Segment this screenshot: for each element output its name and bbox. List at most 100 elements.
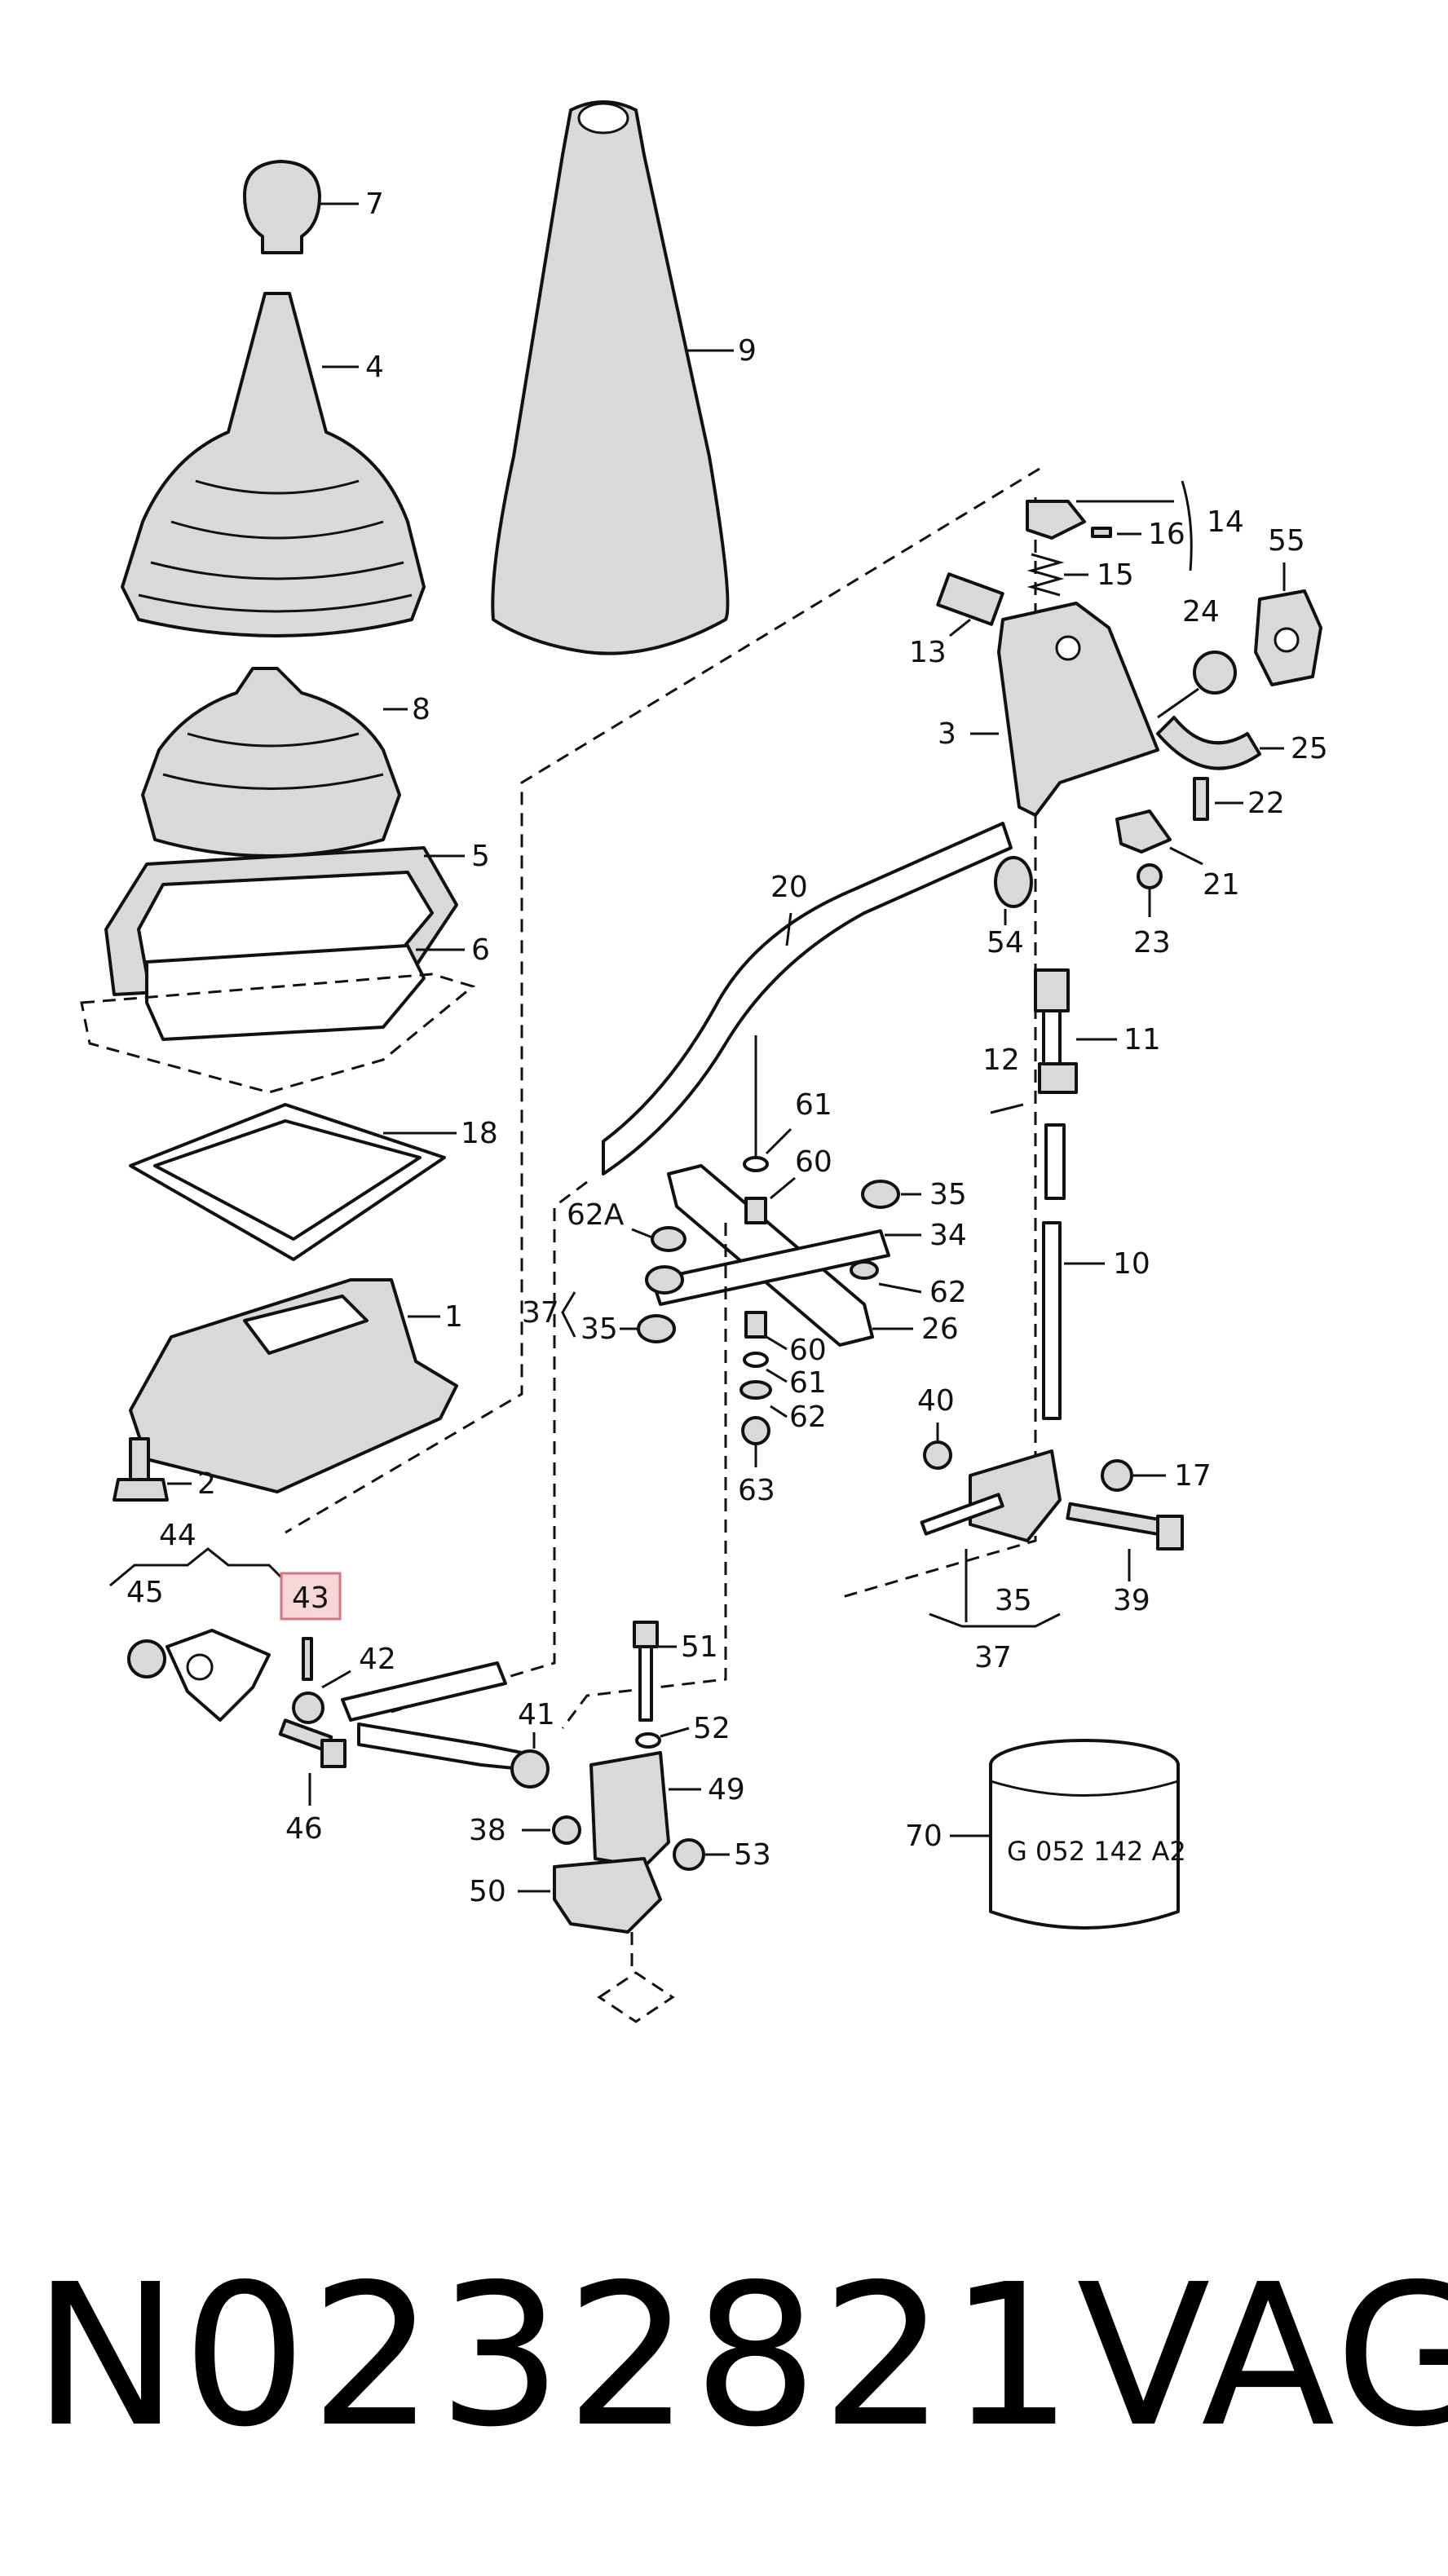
label-54: 54 (987, 926, 1024, 959)
part-24-bush (1157, 651, 1237, 719)
part-38-bush (552, 1815, 581, 1845)
label-61-top: 61 (795, 1088, 832, 1122)
part-1-housing (129, 1278, 458, 1493)
part-20-rod (602, 822, 1013, 1176)
label-41: 41 (518, 1698, 555, 1731)
part-3-lever (997, 602, 1159, 817)
label-14: 14 (1207, 505, 1244, 539)
part-54-bush (994, 856, 1033, 908)
part-rod-link (341, 1661, 523, 1771)
part-46-bolt (278, 1718, 347, 1768)
label-43: 43 (292, 1581, 329, 1615)
brand-name: VAG (1076, 2242, 1448, 2470)
label-2: 2 (197, 1467, 216, 1501)
label-52: 52 (693, 1712, 731, 1745)
label-62-right: 62 (929, 1276, 967, 1309)
part-23-nut (1137, 863, 1163, 889)
label-38: 38 (469, 1814, 506, 1847)
label-9: 9 (738, 334, 757, 368)
part-44-bracket (166, 1629, 271, 1722)
part-4-boot (121, 292, 426, 637)
label-12: 12 (982, 1043, 1020, 1077)
label-10: 10 (1113, 1247, 1150, 1281)
part-7-knob (243, 160, 321, 254)
label-35-left: 35 (581, 1312, 618, 1346)
label-61-bottom: 61 (789, 1366, 827, 1400)
part-62A-bush (651, 1226, 686, 1252)
caption: N0232821 VAG (33, 2242, 1448, 2470)
part-60-bush (744, 1197, 767, 1224)
part-35-block (920, 1449, 1062, 1542)
label-8: 8 (412, 693, 430, 726)
label-13: 13 (909, 636, 947, 669)
label-35-bottom: 35 (995, 1584, 1032, 1617)
label-70: 70 (905, 1820, 943, 1853)
part-52-washer (635, 1732, 661, 1749)
part-9-cover (491, 100, 730, 655)
label-49: 49 (708, 1773, 745, 1806)
label-60-bottom: 60 (789, 1334, 827, 1367)
part-61-washer (743, 1156, 769, 1172)
part-50-plate (553, 1857, 662, 1934)
label-51: 51 (681, 1630, 718, 1664)
part-number: N0232821 (33, 2242, 1077, 2470)
part-18-gasket (129, 1103, 446, 1261)
label-20: 20 (770, 871, 808, 904)
part-70-ring: G 052 142 A2 (989, 1739, 1186, 1930)
part-40-nut (923, 1440, 952, 1470)
label-53: 53 (734, 1838, 771, 1872)
part-55-mount (1254, 589, 1322, 686)
part-63-nut (741, 1416, 770, 1445)
part-25-clip (1156, 716, 1261, 770)
part-43-pin (302, 1637, 313, 1681)
part-26-crossbar (651, 1164, 890, 1347)
label-1: 1 (444, 1300, 463, 1334)
label-26: 26 (921, 1312, 959, 1346)
part-15-spring (1026, 553, 1065, 597)
label-11: 11 (1124, 1023, 1161, 1056)
label-50: 50 (469, 1875, 506, 1908)
part-39-bolt (1066, 1502, 1184, 1550)
part-41-bush (510, 1749, 550, 1789)
box-label: G 052 142 A2 (1007, 1836, 1186, 1867)
label-45: 45 (126, 1576, 164, 1609)
part-21-clip (1115, 809, 1172, 854)
part-53-nut (673, 1838, 705, 1871)
part-49-bracket (589, 1751, 670, 1868)
part-51-bolt (633, 1621, 659, 1722)
label-5: 5 (471, 840, 490, 873)
label-25: 25 (1291, 732, 1328, 765)
label-21: 21 (1203, 868, 1240, 902)
label-16: 16 (1148, 518, 1185, 551)
label-63: 63 (738, 1474, 775, 1507)
part-17-bush (1101, 1459, 1133, 1492)
label-62A: 62A (567, 1198, 625, 1232)
label-3: 3 (938, 717, 956, 751)
label-7: 7 (365, 187, 384, 221)
part-22-screw (1193, 777, 1209, 821)
label-42: 42 (359, 1643, 396, 1676)
label-23: 23 (1133, 926, 1171, 959)
label-4: 4 (365, 351, 384, 384)
part-6-seal (145, 944, 426, 1041)
part-11-sleeve (1034, 968, 1078, 1094)
label-15: 15 (1097, 558, 1134, 592)
label-34: 34 (929, 1219, 967, 1252)
part-2-bolt (113, 1437, 169, 1502)
label-62-bottom: 62 (789, 1400, 827, 1434)
exploded-parts-diagram: 7 4 9 8 5 6 18 1 (80, 100, 1328, 2023)
label-18: 18 (461, 1117, 498, 1150)
label-37-left: 37 (522, 1296, 559, 1330)
label-17: 17 (1174, 1459, 1212, 1493)
part-35-bush-top (861, 1180, 900, 1209)
label-22: 22 (1247, 787, 1285, 820)
label-40: 40 (917, 1384, 955, 1418)
label-60-top: 60 (795, 1145, 832, 1179)
label-55: 55 (1268, 524, 1305, 558)
label-6: 6 (471, 933, 490, 967)
label-44: 44 (159, 1519, 196, 1552)
part-14-bracket (1026, 500, 1086, 540)
label-35-top: 35 (929, 1178, 967, 1211)
label-39: 39 (1113, 1584, 1150, 1617)
label-24: 24 (1182, 595, 1220, 629)
